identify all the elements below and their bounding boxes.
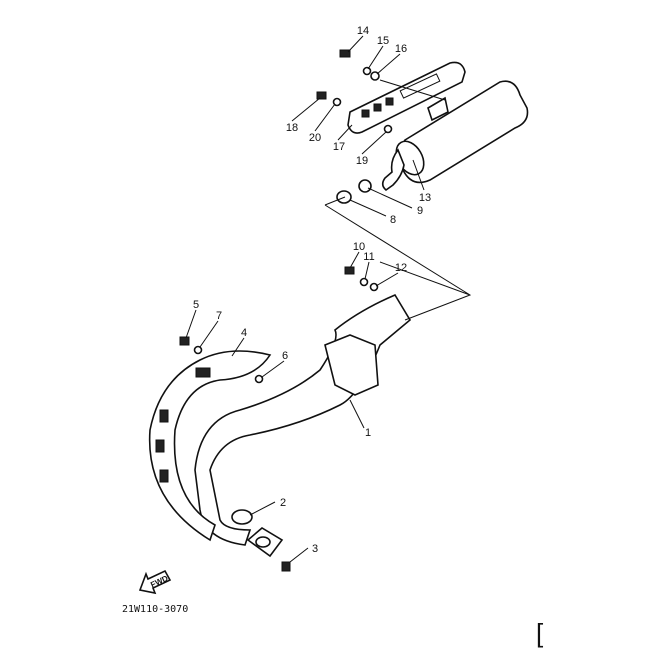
callout-17: 17 [333,141,345,153]
callout-20: 20 [309,132,321,144]
callout-3: 3 [312,543,318,555]
callout-5: 5 [193,299,199,311]
callout-11: 11 [363,251,374,263]
bracket-mark: [ [536,618,544,648]
callout-1: 1 [365,427,371,439]
exhaust-pipe-part-1 [194,293,412,558]
callout-10: 10 [353,241,365,253]
callout-15: 15 [377,35,389,47]
callout-14: 14 [357,25,369,37]
callout-8: 8 [390,214,396,226]
callout-9: 9 [417,205,423,217]
callout-16: 16 [395,43,407,55]
fasteners [179,49,393,572]
callout-12: 12 [395,262,407,274]
callout-19: 19 [356,155,368,167]
leader-lines [185,35,472,563]
callout-18: 18 [286,122,298,134]
heat-protector-part-17 [347,61,466,134]
callout-7: 7 [216,310,222,322]
fwd-label: FWD [149,574,170,590]
callout-6: 6 [282,350,288,362]
forward-arrow-icon: FWD [138,569,172,595]
pipe-protector-part-4 [148,350,272,542]
callout-4: 4 [241,327,247,339]
drawing-code: 21W110-3070 [122,604,188,615]
callout-2: 2 [280,497,286,509]
callout-13: 13 [419,192,431,204]
muffler-part-13 [381,80,529,192]
